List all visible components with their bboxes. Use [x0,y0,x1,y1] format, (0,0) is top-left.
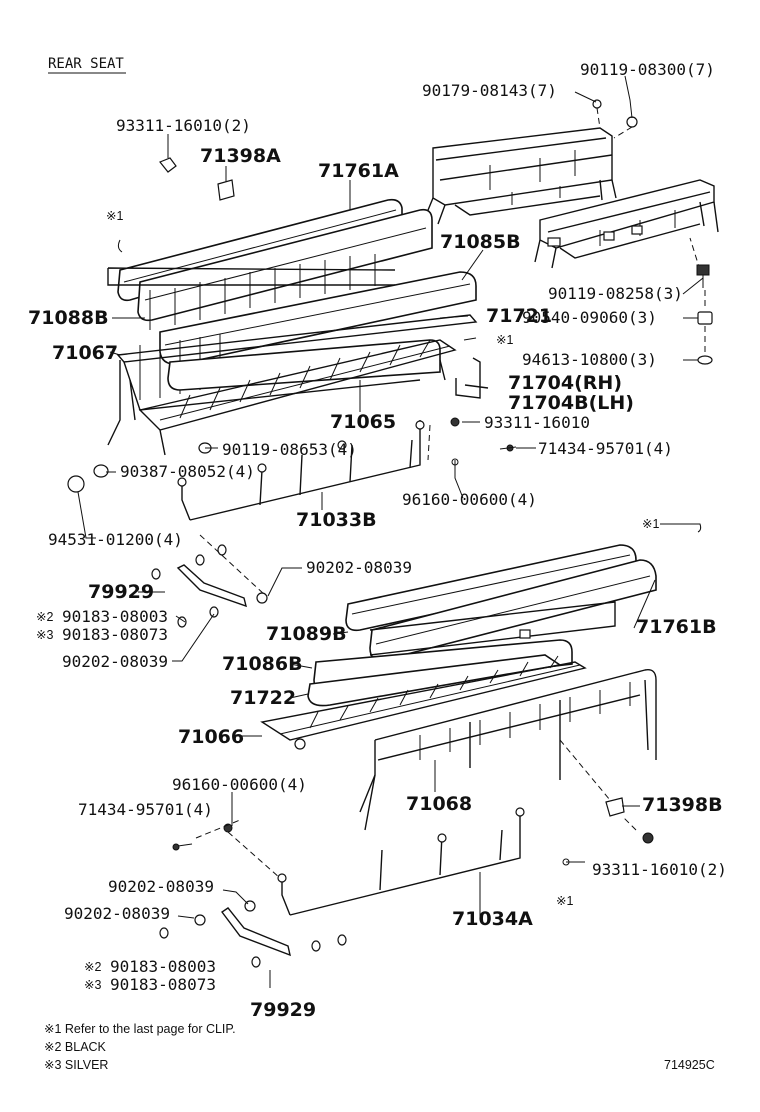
footnote-1: ※1 Refer to the last page for CLIP. [44,1022,236,1036]
label-90202-08039-lower-b: 90202-08039 [64,904,170,923]
right-hardware-stack [696,264,713,365]
label-71067: 71067 [52,342,118,364]
label-96160-00600-lower: 96160-00600(4) [172,775,307,794]
label-mark2-lower: ※2 [84,960,101,974]
label-note1-low: ※1 [556,894,573,908]
label-71704b-lh: 71704B(LH) [508,392,634,414]
label-90202-08039-lower-left: 90202-08039 [62,652,168,671]
label-90183-08073-upper: 90183-08073 [62,625,168,644]
label-79929-lower: 79929 [250,999,316,1021]
label-71721: 71721 [486,305,552,327]
label-71434-95701-lower: 71434-95701(4) [78,800,213,819]
label-90119-08258: 90119-08258(3) [548,284,683,303]
back-cushion-71761B [345,544,657,662]
harness-71034A [277,807,525,916]
label-71086B: 71086B [222,653,303,675]
label-93311-16010-2-lower: 93311-16010(2) [592,860,727,879]
upper-assembled-seat-view [425,99,638,225]
label-71089B: 71089B [266,623,347,645]
label-90183-08003-upper: 90183-08003 [62,607,168,626]
label-90183-08003-lower: 90183-08003 [110,957,216,976]
label-71066: 71066 [178,726,244,748]
bracket-71704 [450,357,489,427]
seat-pan-71065 [138,339,457,456]
label-71722: 71722 [230,687,296,709]
label-90179-08143: 90179-08143(7) [422,81,557,100]
label-note1-mid: ※1 [496,333,513,347]
label-71088B: 71088B [28,307,109,329]
label-71704-rh: 71704(RH) [508,372,622,394]
harness-71033B [177,420,456,521]
label-90202-08039-lower-a: 90202-08039 [108,877,214,896]
part-labels: 90119-08300(7) 90179-08143(7) 93311-1601… [28,60,727,1021]
label-94531-01200: 94531-01200(4) [48,530,183,549]
figure-code: 714925C [664,1058,715,1072]
label-mark2-upper: ※2 [36,610,53,624]
seat-pan-71066 [260,655,587,750]
upper-left-hardware [67,157,517,493]
label-96160-00600-upper: 96160-00600(4) [402,490,537,509]
label-71761B: 71761B [636,616,717,638]
label-71761A: 71761A [318,160,399,182]
label-note1-top: ※1 [106,209,123,223]
leader-lines [77,75,704,988]
label-90119-08653: 90119-08653(4) [222,440,357,459]
label-71068: 71068 [406,793,472,815]
back-cushion-71761A [117,198,433,322]
label-93311-16010-2-upper: 93311-16010(2) [116,116,251,135]
label-71085B: 71085B [440,231,521,253]
lower-assembled-seat-view [534,179,719,271]
label-93311-16010: 93311-16010 [484,413,590,432]
lower-left-hardware [159,819,347,968]
lower-right-hardware [559,523,702,866]
label-71034A: 71034A [452,908,533,930]
label-note1-right: ※1 [642,517,659,531]
label-90387-08052: 90387-08052(4) [120,462,255,481]
back-frame-71088B [107,254,396,330]
label-90202-08039-upper: 90202-08039 [306,558,412,577]
label-71065: 71065 [330,411,396,433]
strap-79929-upper [151,534,268,628]
label-94613-10800: 94613-10800(3) [522,350,657,369]
label-90119-08300: 90119-08300(7) [580,60,715,79]
footnote-2: ※2 BLACK [44,1040,107,1054]
seat-cushion-71086B [307,639,573,707]
label-mark3-lower: ※3 [84,978,101,992]
label-mark3-upper: ※3 [36,628,53,642]
diagram-title: REAR SEAT [48,56,124,72]
label-71434-95701-upper: 71434-95701(4) [538,439,673,458]
footnotes: ※1 Refer to the last page for CLIP. ※2 B… [44,1022,715,1072]
label-79929-upper: 79929 [88,581,154,603]
label-71398B: 71398B [642,794,723,816]
label-71033B: 71033B [296,509,377,531]
title-group: REAR SEAT [48,56,126,74]
label-90183-08073-lower: 90183-08073 [110,975,216,994]
label-90540-09060: 90540-09060(3) [522,308,657,327]
footnote-3: ※3 SILVER [44,1058,108,1072]
label-71398A: 71398A [200,145,281,167]
